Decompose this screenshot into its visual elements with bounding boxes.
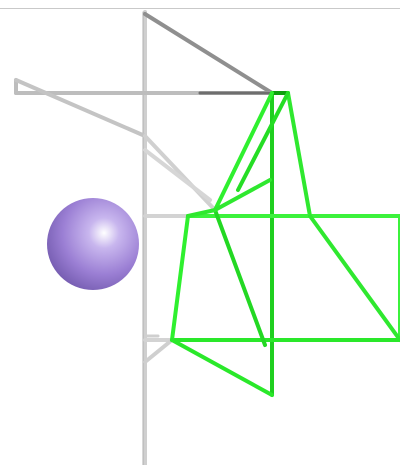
gray-diagonal-upper [143,12,274,95]
green-right-slope [286,91,312,218]
green-upper-diagonal [213,91,274,212]
green-inner-left [186,208,217,218]
green-diagonal-right [308,214,400,342]
green-inner-diagonal [213,208,267,347]
green-upper-diagonal-2 [236,91,290,192]
gray-lower-diagonal [143,338,174,364]
gray-mid-diagonal [143,134,217,212]
green-mid-bond [213,178,272,212]
atom-sphere[interactable] [47,198,139,290]
green-framework [170,91,400,397]
green-left-to-bottom [170,338,274,397]
gray-left-diagonal [14,78,147,138]
green-left-vertical [170,214,190,342]
top-divider [0,8,400,9]
gray-diagonal-lower [143,148,212,202]
